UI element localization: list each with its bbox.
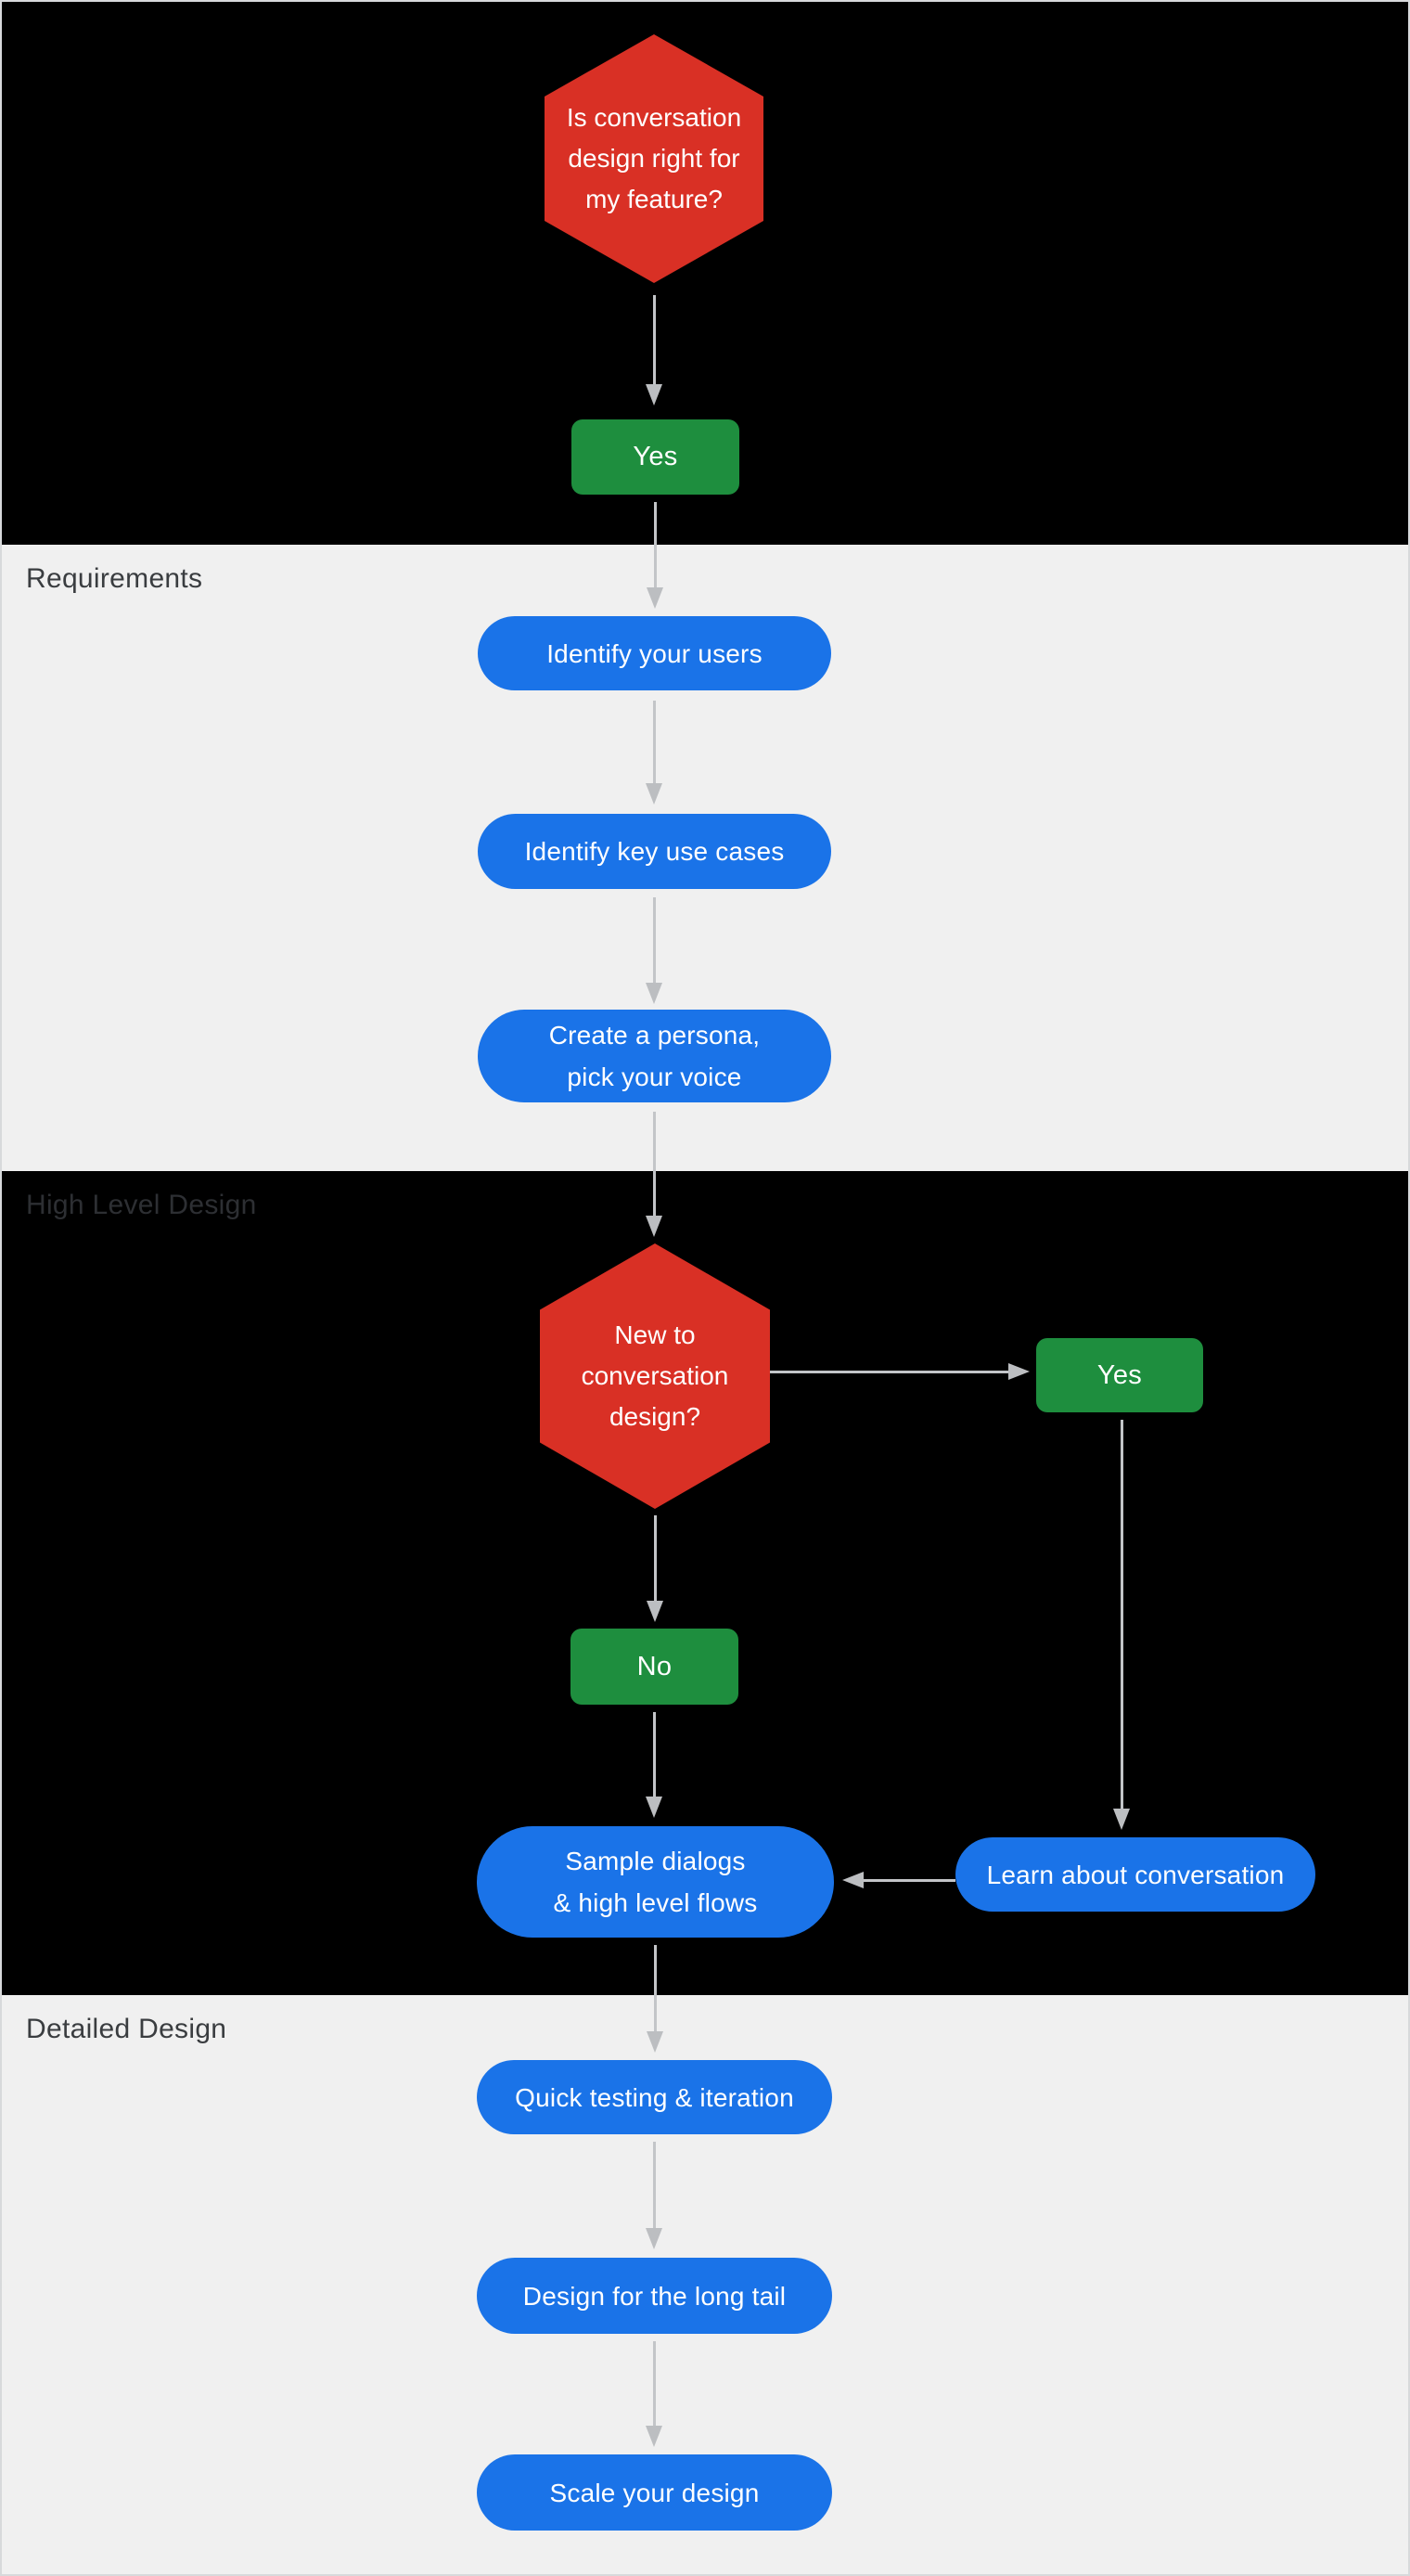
process-node-create-persona: Create a persona, pick your voice: [478, 1010, 831, 1102]
process-node-identify-key-use-cases: Identify key use cases: [478, 814, 831, 889]
process-node-learn-about-conversation: Learn about conversation: [955, 1837, 1315, 1912]
choice-node-no-new: No: [570, 1629, 738, 1705]
choice-node-yes-new: Yes: [1036, 1338, 1203, 1412]
choice-node-yes-start: Yes: [571, 419, 739, 495]
process-node-identify-users: Identify your users: [478, 616, 831, 690]
process-node-scale-design: Scale your design: [477, 2454, 832, 2531]
process-node-sample-dialogs: Sample dialogs & high level flows: [477, 1826, 834, 1938]
process-node-quick-testing: Quick testing & iteration: [477, 2060, 832, 2134]
section-label-high-level-design: High Level Design: [26, 1190, 257, 1220]
process-node-design-long-tail: Design for the long tail: [477, 2258, 832, 2334]
section-label-requirements: Requirements: [26, 563, 203, 594]
section-label-detailed-design: Detailed Design: [26, 2014, 227, 2044]
